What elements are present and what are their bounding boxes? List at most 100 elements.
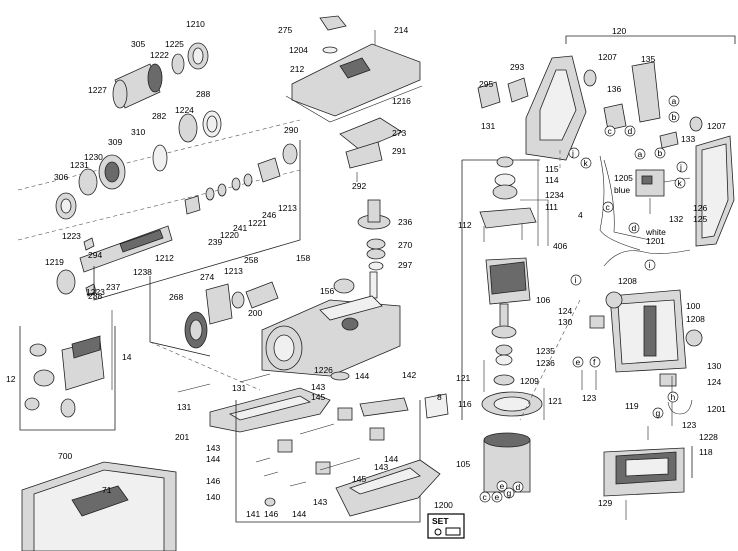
label: 156 bbox=[320, 286, 334, 296]
motor-housing bbox=[581, 289, 703, 440]
label: 124 bbox=[707, 377, 721, 387]
label: 143 bbox=[206, 443, 220, 453]
label: 130 bbox=[707, 361, 721, 371]
label: 305 bbox=[131, 39, 145, 49]
label: 1212 bbox=[155, 253, 174, 263]
label: white bbox=[645, 227, 666, 237]
gear-cover-assembly bbox=[285, 15, 423, 182]
label: 1222 bbox=[150, 50, 169, 60]
label: 1204 bbox=[289, 45, 308, 55]
label: 292 bbox=[352, 181, 366, 191]
label: 116 bbox=[458, 399, 472, 409]
label: 201 bbox=[175, 432, 189, 442]
label: 14 bbox=[122, 352, 132, 362]
label: 1207 bbox=[598, 52, 617, 62]
label: 214 bbox=[394, 25, 408, 35]
label: 273 bbox=[392, 128, 406, 138]
callout-g3: g bbox=[507, 488, 512, 498]
set-label: SET bbox=[432, 516, 449, 526]
label: 145 bbox=[311, 392, 325, 402]
label: 131 bbox=[177, 402, 191, 412]
chuck-assembly bbox=[17, 42, 301, 301]
label: 1235 bbox=[536, 346, 555, 356]
label: 274 bbox=[200, 272, 214, 282]
label: 4 bbox=[578, 210, 583, 220]
label: 123 bbox=[582, 393, 596, 403]
label: 8 bbox=[437, 392, 442, 402]
label: 158 bbox=[296, 253, 310, 263]
label: 105 bbox=[456, 459, 470, 469]
callout-c: c bbox=[608, 126, 613, 136]
callout-k2: k bbox=[678, 178, 683, 188]
label: 1220 bbox=[220, 230, 239, 240]
label: 270 bbox=[398, 240, 412, 250]
label: 1200 bbox=[434, 500, 453, 510]
callout-d3: d bbox=[516, 482, 521, 492]
label: 291 bbox=[392, 146, 406, 156]
label: 131 bbox=[481, 121, 495, 131]
callout-a2: a bbox=[638, 149, 643, 159]
callout-e: e bbox=[576, 357, 581, 367]
label: 133 bbox=[681, 134, 695, 144]
label: 125 bbox=[693, 214, 707, 224]
label: 131 bbox=[232, 383, 246, 393]
letter-callouts: a b c d a b j k j k c d i i e f g h c bbox=[479, 95, 688, 503]
label: 144 bbox=[292, 509, 306, 519]
label: 1230 bbox=[84, 152, 103, 162]
label: 144 bbox=[355, 371, 369, 381]
label: blue bbox=[614, 185, 630, 195]
label: 1227 bbox=[88, 85, 107, 95]
gear-housing bbox=[261, 295, 401, 377]
label: 129 bbox=[598, 498, 612, 508]
label: 282 bbox=[152, 111, 166, 121]
label: 124 bbox=[558, 306, 572, 316]
label: 1223 bbox=[62, 231, 81, 241]
label: 1216 bbox=[392, 96, 411, 106]
label: 146 bbox=[264, 509, 278, 519]
callout-c2: c bbox=[606, 202, 611, 212]
label: 146 bbox=[206, 476, 220, 486]
label: 130 bbox=[558, 317, 572, 327]
label: 1201 bbox=[646, 236, 665, 246]
carrying-case bbox=[21, 461, 177, 551]
label: 238 bbox=[88, 291, 102, 301]
label: 246 bbox=[262, 210, 276, 220]
label: 115 bbox=[545, 164, 559, 174]
callout-g: g bbox=[656, 408, 661, 418]
callout-e3: e bbox=[495, 492, 500, 502]
label: 142 bbox=[402, 370, 416, 380]
label: 114 bbox=[545, 175, 559, 185]
callout-k: k bbox=[584, 158, 589, 168]
label: 1219 bbox=[45, 257, 64, 267]
label: 275 bbox=[278, 25, 292, 35]
label: 1228 bbox=[699, 432, 718, 442]
label: 1226 bbox=[314, 365, 333, 375]
label: 1221 bbox=[248, 218, 267, 228]
label: 119 bbox=[625, 401, 639, 411]
side-handle-assembly bbox=[19, 310, 116, 431]
brush-cap bbox=[603, 446, 693, 520]
label: 310 bbox=[131, 127, 145, 137]
callout-d: d bbox=[628, 126, 633, 136]
label: 212 bbox=[290, 64, 304, 74]
label: 1209 bbox=[520, 376, 539, 386]
label: 1210 bbox=[186, 19, 205, 29]
label: 1208 bbox=[686, 314, 705, 324]
label: 145 bbox=[352, 474, 366, 484]
label: 237 bbox=[106, 282, 120, 292]
callout-j2: j bbox=[679, 162, 682, 172]
label: 132 bbox=[669, 214, 683, 224]
label: 111 bbox=[545, 202, 558, 212]
label: 288 bbox=[196, 89, 210, 99]
callout-a: a bbox=[672, 96, 677, 106]
label: 143 bbox=[313, 497, 327, 507]
label: 1213 bbox=[278, 203, 297, 213]
label: 136 bbox=[607, 84, 621, 94]
label: 143 bbox=[311, 382, 325, 392]
armature-assembly bbox=[461, 156, 549, 493]
label: 1201 bbox=[707, 404, 726, 414]
label: 1225 bbox=[165, 39, 184, 49]
label: 1213 bbox=[224, 266, 243, 276]
callout-b2: b bbox=[658, 148, 663, 158]
